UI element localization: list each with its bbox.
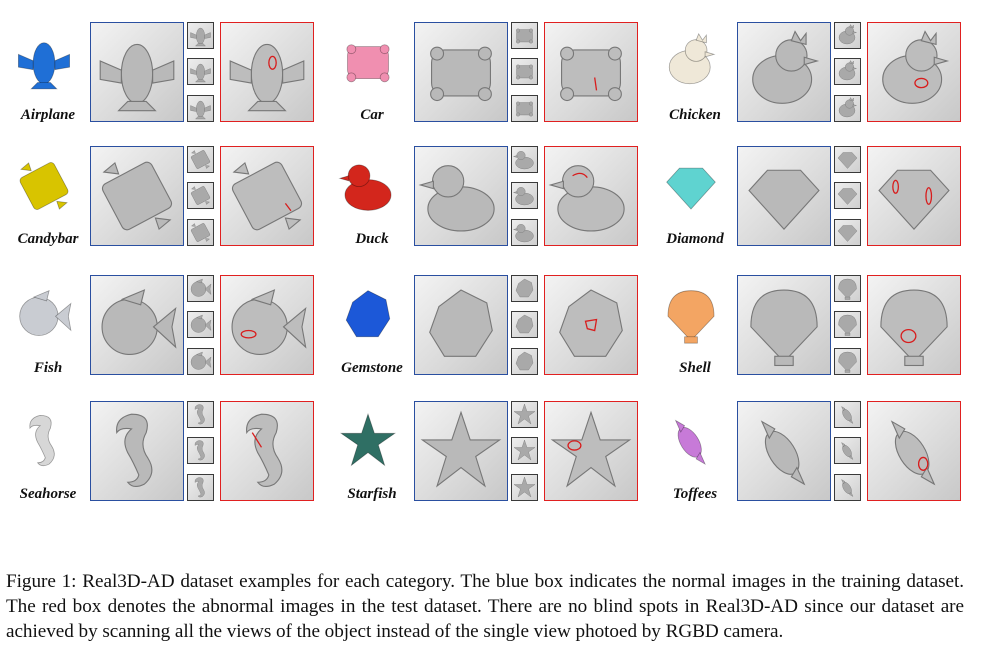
candybar-view-2	[187, 182, 214, 209]
category-label: Shell	[679, 360, 711, 376]
category-cell-candybar: Candybar	[6, 146, 326, 258]
category-label: Car	[360, 107, 384, 123]
shell-view-3	[834, 348, 861, 375]
fish-abnormal-scan	[220, 275, 314, 375]
car-view-1	[511, 22, 538, 49]
airplane-view-3	[187, 95, 214, 122]
category-label: Candybar	[17, 231, 79, 247]
car-view-3	[511, 95, 538, 122]
category-label: Seahorse	[19, 486, 77, 502]
duck-view-2	[511, 182, 538, 209]
figure-caption: Figure 1: Real3D-AD dataset examples for…	[6, 571, 964, 643]
category-cell-chicken: Chicken	[653, 22, 973, 134]
category-label: Chicken	[669, 107, 721, 123]
starfish-photo	[336, 409, 400, 467]
diamond-abnormal-scan	[867, 146, 961, 246]
seahorse-view-1	[187, 401, 214, 428]
gemstone-photo	[336, 283, 400, 338]
fish-view-2	[187, 311, 214, 338]
seahorse-abnormal-scan	[220, 401, 314, 501]
seahorse-normal-scan	[90, 401, 184, 501]
category-cell-car: Car	[330, 22, 650, 134]
fish-photo	[12, 283, 76, 337]
diamond-view-2	[834, 182, 861, 209]
car-view-2	[511, 58, 538, 85]
category-label: Gemstone	[341, 360, 403, 376]
category-label: Starfish	[347, 486, 397, 502]
fish-view-1	[187, 275, 214, 302]
toffees-normal-scan	[737, 401, 831, 501]
diamond-view-3	[834, 219, 861, 246]
toffees-view-3	[834, 474, 861, 501]
duck-abnormal-scan	[544, 146, 638, 246]
starfish-normal-scan	[414, 401, 508, 501]
toffees-abnormal-scan	[867, 401, 961, 501]
duck-photo	[336, 154, 400, 211]
seahorse-view-3	[187, 474, 214, 501]
candybar-normal-scan	[90, 146, 184, 246]
category-cell-duck: Duck	[330, 146, 650, 258]
toffees-photo	[659, 409, 723, 465]
category-label: Fish	[33, 360, 63, 376]
diamond-view-1	[834, 146, 861, 173]
airplane-abnormal-scan	[220, 22, 314, 122]
category-cell-seahorse: Seahorse	[6, 401, 326, 513]
gemstone-abnormal-scan	[544, 275, 638, 375]
category-cell-gemstone: Gemstone	[330, 275, 650, 387]
shell-normal-scan	[737, 275, 831, 375]
category-label: Toffees	[672, 486, 718, 502]
chicken-abnormal-scan	[867, 22, 961, 122]
candybar-photo	[12, 154, 76, 210]
duck-view-3	[511, 219, 538, 246]
gemstone-view-3	[511, 348, 538, 375]
duck-normal-scan	[414, 146, 508, 246]
category-cell-toffees: Toffees	[653, 401, 973, 513]
fish-normal-scan	[90, 275, 184, 375]
category-label: Duck	[355, 231, 389, 247]
seahorse-view-2	[187, 437, 214, 464]
airplane-view-2	[187, 58, 214, 85]
starfish-view-3	[511, 474, 538, 501]
chicken-normal-scan	[737, 22, 831, 122]
shell-view-2	[834, 311, 861, 338]
gemstone-view-2	[511, 311, 538, 338]
category-cell-shell: Shell	[653, 275, 973, 387]
shell-photo	[659, 283, 723, 344]
category-label: Airplane	[20, 107, 76, 123]
airplane-normal-scan	[90, 22, 184, 122]
category-cell-fish: Fish	[6, 275, 326, 387]
gemstone-normal-scan	[414, 275, 508, 375]
category-cell-starfish: Starfish	[330, 401, 650, 513]
toffees-view-2	[834, 437, 861, 464]
starfish-abnormal-scan	[544, 401, 638, 501]
starfish-view-1	[511, 401, 538, 428]
chicken-view-3	[834, 95, 861, 122]
category-label: Diamond	[666, 231, 724, 247]
fish-view-3	[187, 348, 214, 375]
seahorse-photo	[12, 409, 76, 467]
category-cell-airplane: Airplane	[6, 22, 326, 134]
category-cell-diamond: Diamond	[653, 146, 973, 258]
chicken-view-1	[834, 22, 861, 49]
toffees-view-1	[834, 401, 861, 428]
car-abnormal-scan	[544, 22, 638, 122]
chicken-view-2	[834, 58, 861, 85]
chicken-photo	[659, 30, 723, 85]
diamond-photo	[659, 154, 723, 210]
car-photo	[336, 30, 400, 84]
shell-abnormal-scan	[867, 275, 961, 375]
diamond-normal-scan	[737, 146, 831, 246]
airplane-view-1	[187, 22, 214, 49]
airplane-photo	[12, 30, 76, 90]
candybar-view-3	[187, 219, 214, 246]
gemstone-view-1	[511, 275, 538, 302]
duck-view-1	[511, 146, 538, 173]
candybar-abnormal-scan	[220, 146, 314, 246]
starfish-view-2	[511, 437, 538, 464]
shell-view-1	[834, 275, 861, 302]
car-normal-scan	[414, 22, 508, 122]
candybar-view-1	[187, 146, 214, 173]
